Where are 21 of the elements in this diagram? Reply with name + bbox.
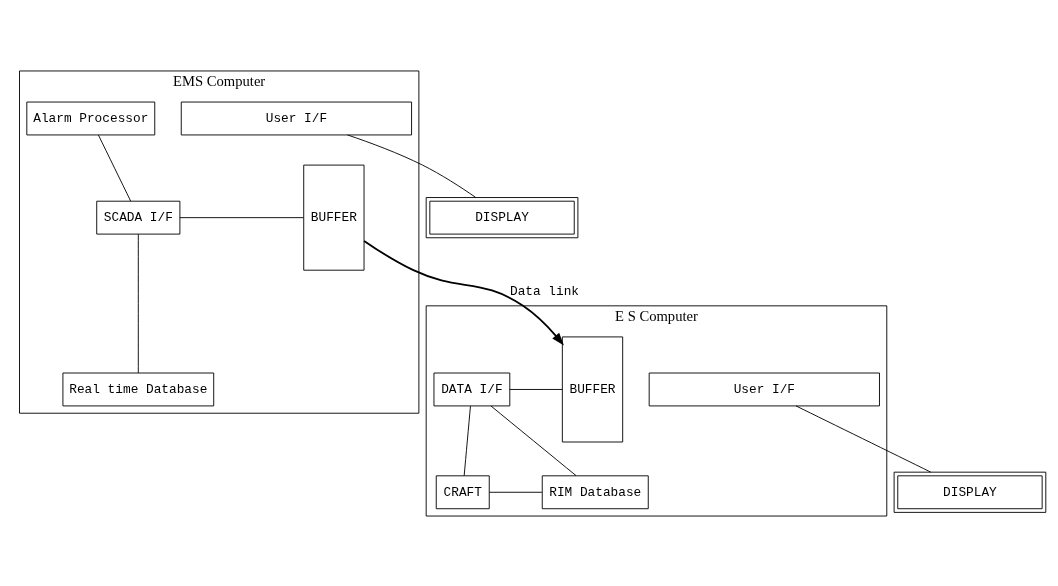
node-box: BUFFER	[561, 335, 624, 442]
node-box: CRAFT	[435, 474, 490, 509]
node-box: RIM Database	[541, 474, 649, 509]
connector	[490, 404, 577, 476]
node-box: DATA I/F	[433, 372, 511, 406]
node-box: SCADA I/F	[96, 200, 181, 235]
edge-label: Data link	[510, 283, 580, 299]
node-box: BUFFER	[303, 164, 365, 271]
node-box: User I/F	[180, 101, 412, 135]
connector	[97, 134, 132, 202]
connector	[137, 233, 139, 373]
arrow	[363, 239, 564, 345]
node-box: User I/F	[648, 372, 880, 406]
connector	[179, 216, 304, 218]
node-box: Alarm Processor	[26, 101, 156, 135]
connector	[488, 491, 543, 493]
connector	[795, 404, 932, 473]
connector	[347, 134, 477, 198]
connector	[463, 405, 471, 476]
connector	[509, 388, 563, 390]
node-box: Real time Database	[62, 372, 215, 406]
